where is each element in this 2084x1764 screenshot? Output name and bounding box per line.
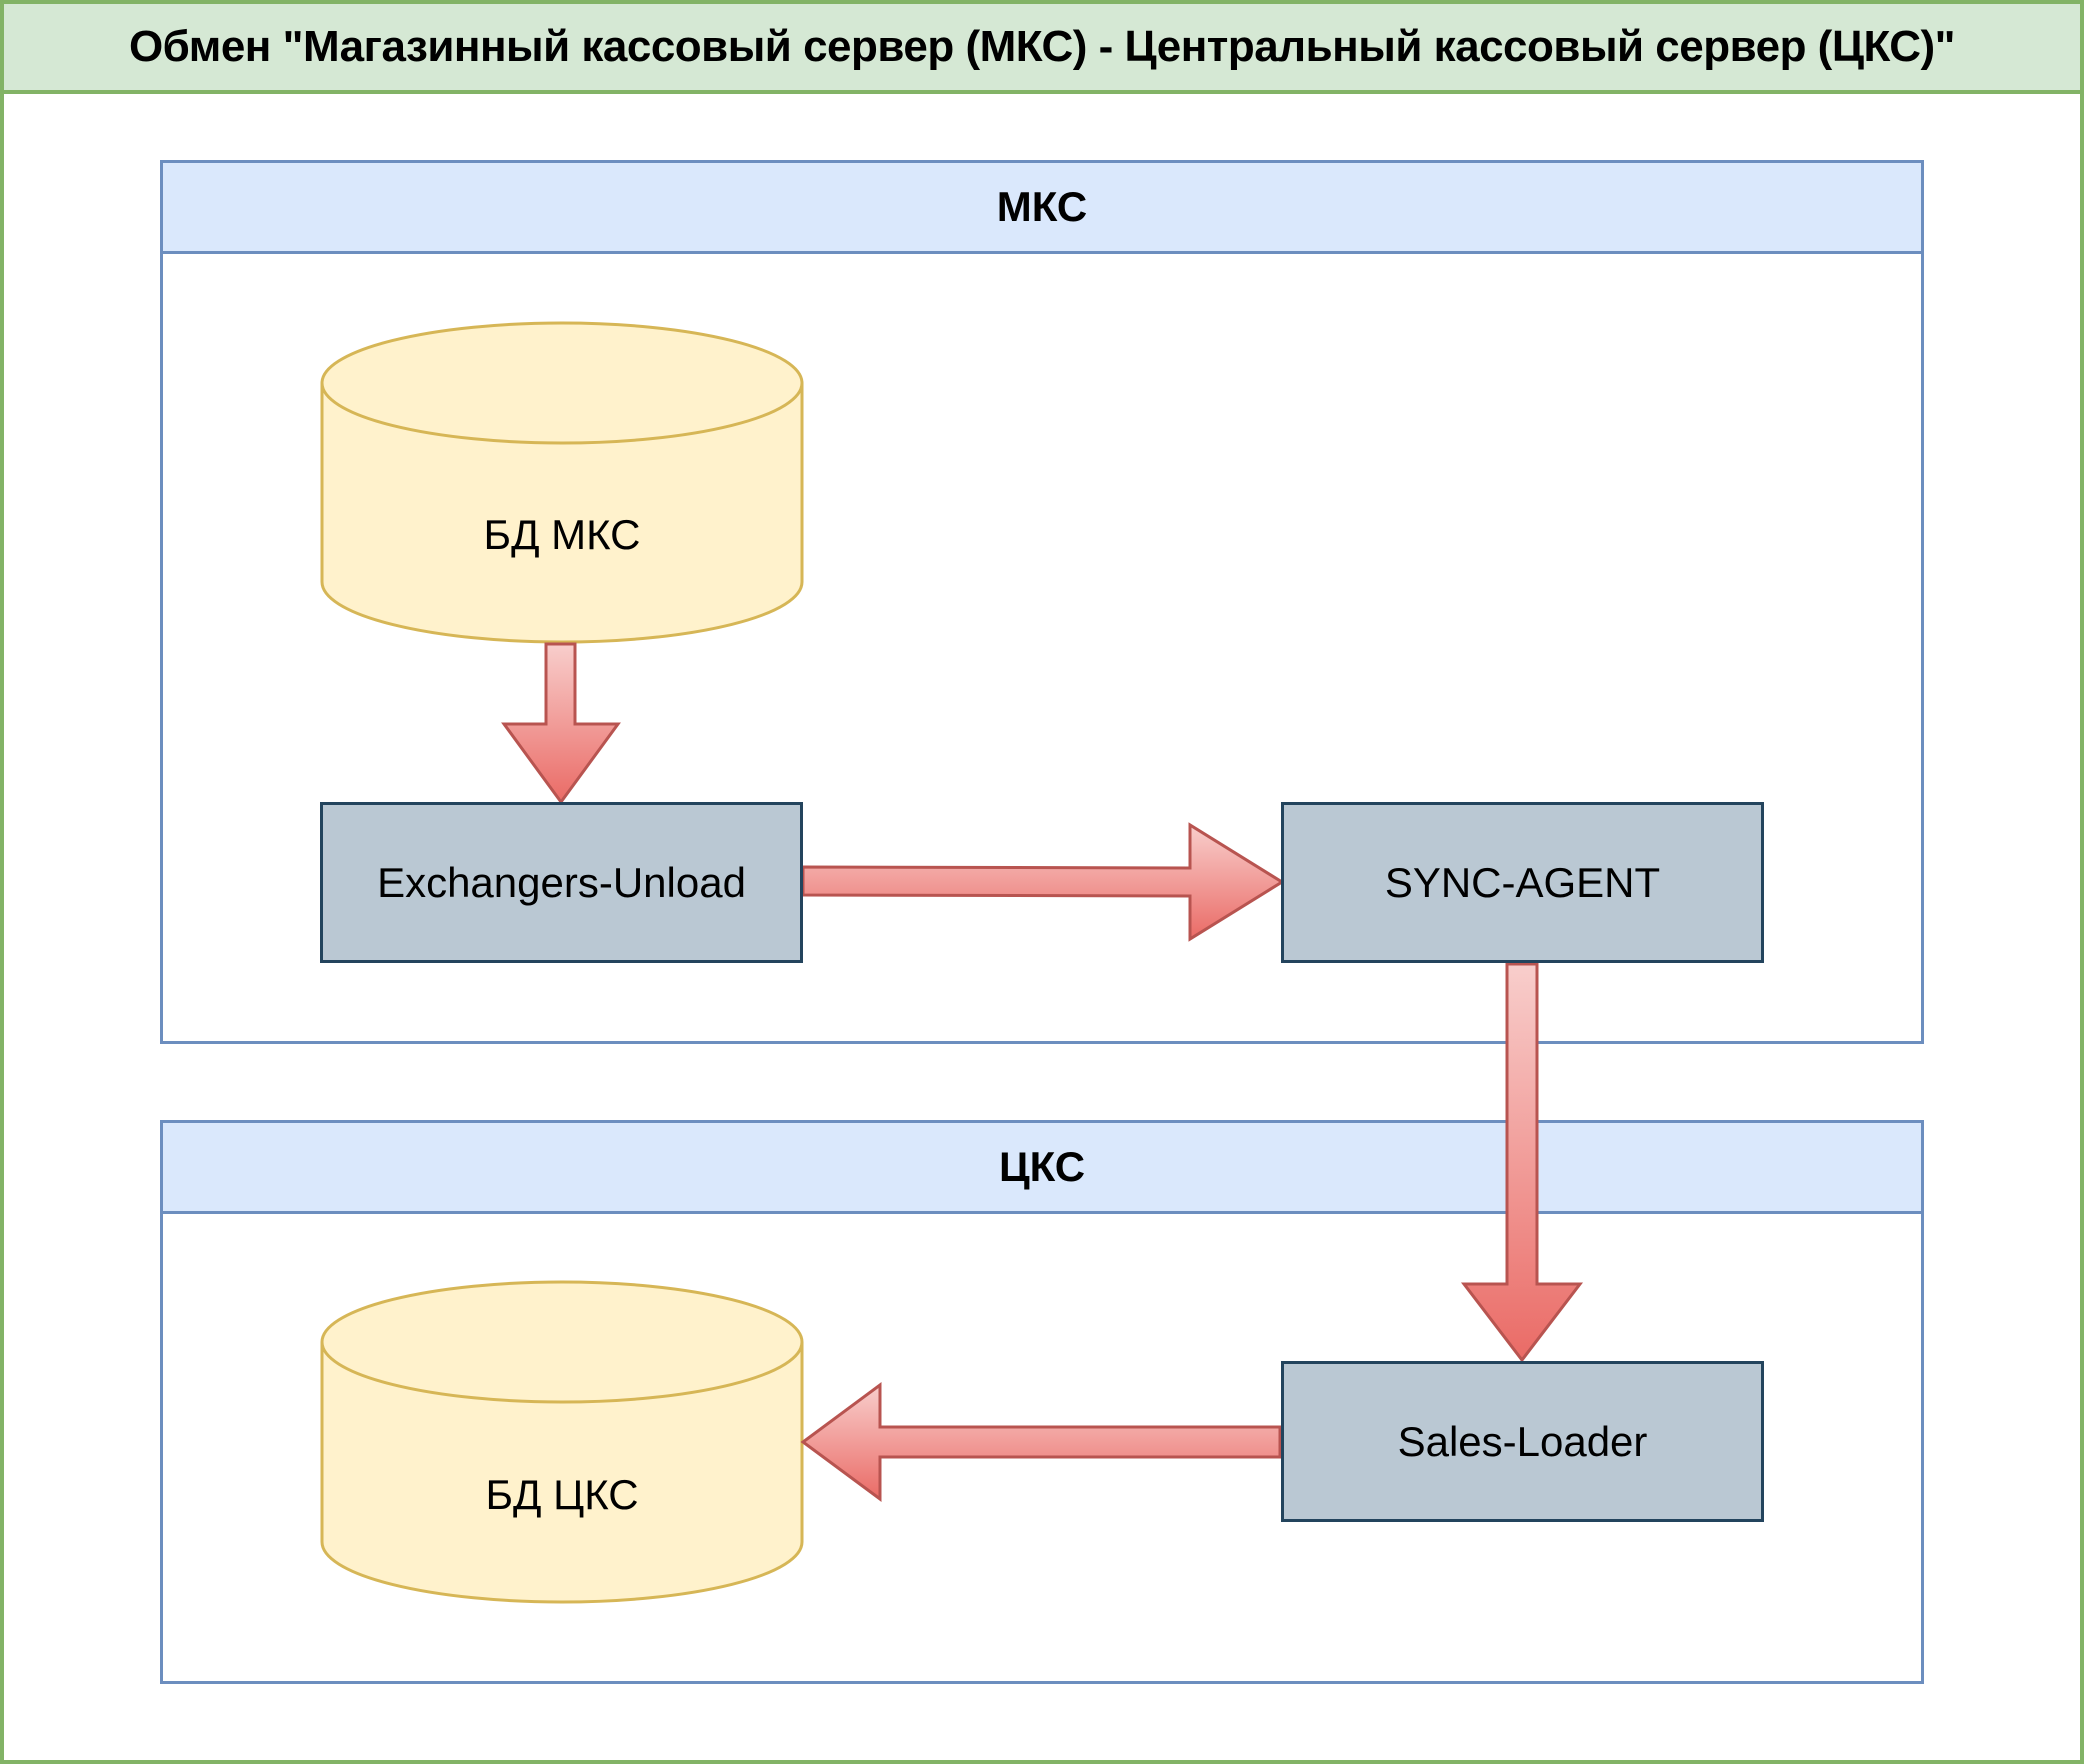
container-mks-header: МКС <box>163 163 1921 254</box>
exchangers-unload-node[interactable]: Exchangers-Unload <box>320 802 803 963</box>
arrow-exchangers-to-sync-agent <box>801 822 1285 942</box>
diagram-title: Обмен "Магазинный кассовый сервер (МКС) … <box>0 0 2084 94</box>
container-cks-header: ЦКС <box>163 1123 1921 1214</box>
db-mks-label: БД МКС <box>483 511 641 558</box>
arrow-sales-loader-to-db-cks <box>800 1382 1282 1502</box>
arrow-db-mks-to-exchangers <box>501 642 621 805</box>
sync-agent-node[interactable]: SYNC-AGENT <box>1281 802 1764 963</box>
db-cks-label: БД ЦКС <box>485 1471 639 1518</box>
sales-loader-node[interactable]: Sales-Loader <box>1281 1361 1764 1522</box>
db-cks-cylinder[interactable] <box>320 1280 804 1604</box>
arrow-sync-agent-to-sales-loader <box>1460 962 1584 1363</box>
db-mks-cylinder[interactable] <box>320 321 804 644</box>
